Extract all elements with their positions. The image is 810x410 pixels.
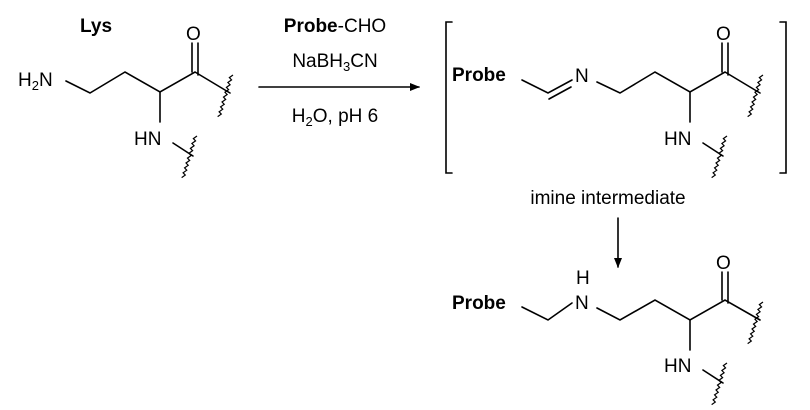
oxygen-label: O: [716, 253, 731, 274]
chain-bonds: [596, 71, 761, 94]
left-bracket: [445, 21, 453, 174]
oxygen-label: O: [716, 24, 731, 45]
amine-n-label: N: [575, 293, 589, 314]
wavy-bond-icon: [711, 135, 728, 179]
lys-chain-bonds: [65, 71, 231, 94]
lysine-reactant: Lys H2N O HN: [18, 16, 234, 179]
probe-label: Probe: [452, 293, 506, 314]
nh-label: HN: [664, 356, 691, 377]
reaction-conditions: Probe-CHO NaBH3CN H2O, pH 6: [258, 16, 420, 129]
h2n-label: H2N: [18, 70, 53, 93]
amine-h-label: H: [576, 268, 590, 289]
oxygen-label: O: [186, 24, 201, 45]
probe-ch2-bonds: [521, 302, 573, 321]
imine-intermediate: Probe N O HN imine intermediate: [445, 21, 787, 209]
chain-bonds: [596, 299, 761, 321]
product-amine: Probe H N O HN: [452, 253, 764, 406]
reagent-nabh3cn: NaBH3CN: [292, 51, 377, 74]
wavy-bond-icon: [217, 74, 234, 118]
probe-label: Probe: [452, 65, 506, 86]
wavy-bond-icon: [181, 135, 198, 179]
imine-n-label: N: [575, 66, 589, 87]
imine-bonds: [521, 79, 573, 94]
nh-label: HN: [664, 129, 691, 150]
wavy-bond-icon: [711, 362, 728, 406]
lys-label: Lys: [80, 16, 112, 37]
reagent-probe-cho: Probe-CHO: [284, 16, 386, 37]
imine-double-bond: [548, 86, 572, 100]
wavy-bond-icon: [747, 74, 764, 118]
nh-label: HN: [134, 129, 161, 150]
wavy-bond-icon: [747, 301, 764, 345]
solvent-conditions: H2O, pH 6: [292, 106, 378, 129]
right-bracket: [779, 21, 787, 174]
intermediate-caption: imine intermediate: [530, 188, 685, 209]
